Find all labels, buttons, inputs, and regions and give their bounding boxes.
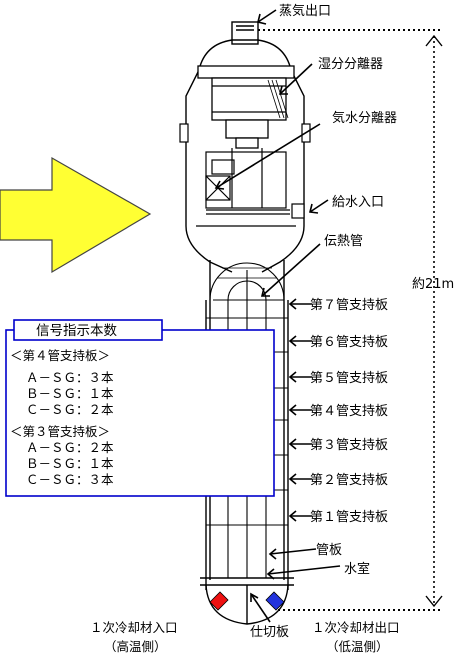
- label-support-plate-6: 第６管支持板: [310, 335, 388, 350]
- label-heat-transfer-tube: 伝熱管: [324, 234, 363, 249]
- height-dimension: [258, 29, 443, 611]
- label-support-plate-2: 第２管支持板: [310, 473, 388, 488]
- group4-row-b: Ｂ－ＳＧ：１本: [26, 386, 114, 401]
- label-primary-outlet: １次冷却材出口: [312, 620, 400, 635]
- inlet-nozzle: [209, 591, 229, 611]
- label-feedwater-inlet: 給水入口: [332, 195, 384, 210]
- label-moisture-separator: 湿分分離器: [318, 57, 383, 72]
- group3-row-a: Ａ－ＳＧ：２本: [26, 440, 114, 455]
- yellow-pointer-arrow: [0, 156, 152, 274]
- label-support-plate-3: 第３管支持板: [310, 438, 388, 453]
- label-partition-plate: 仕切板: [250, 625, 289, 640]
- group3-row-b: Ｂ－ＳＧ：１本: [26, 456, 114, 471]
- steam-water-separator-unit: [196, 148, 296, 227]
- label-tube-sheet: 管板: [316, 543, 342, 558]
- height-label: 約21m: [412, 277, 454, 292]
- outlet-nozzle: [265, 591, 285, 611]
- label-steam-outlet: 蒸気出口: [279, 3, 331, 19]
- group4-row-a: Ａ－ＳＧ：３本: [26, 370, 114, 385]
- group3-row-c: Ｃ－ＳＧ：３本: [26, 472, 114, 487]
- signal-box-title: 信号指示本数: [36, 323, 117, 339]
- callout-arrows: [214, 9, 341, 623]
- group-header-plate3: ＜第３管支持板＞: [10, 424, 110, 439]
- group-header-plate4: ＜第４管支持板＞: [10, 348, 110, 363]
- label-primary-outlet-side: （低温側）: [326, 639, 389, 654]
- label-support-plate-7: 第７管支持板: [310, 298, 388, 313]
- signal-count-box: 信号指示本数 ＜第４管支持板＞ Ａ－ＳＧ：３本 Ｂ－ＳＧ：１本 Ｃ－ＳＧ：２本 …: [5, 319, 275, 497]
- label-support-plate-5: 第５管支持板: [310, 371, 388, 386]
- label-support-plate-4: 第４管支持板: [310, 404, 388, 419]
- label-primary-inlet: １次冷却材入口: [90, 620, 178, 635]
- label-steam-water-separator: 気水分離器: [332, 110, 397, 126]
- label-support-plate-1: 第１管支持板: [310, 510, 388, 525]
- group4-row-c: Ｃ－ＳＧ：２本: [26, 402, 114, 417]
- moisture-separator-unit: [197, 65, 295, 149]
- label-primary-inlet-side: （高温側）: [104, 639, 167, 654]
- label-water-chamber: 水室: [344, 561, 370, 577]
